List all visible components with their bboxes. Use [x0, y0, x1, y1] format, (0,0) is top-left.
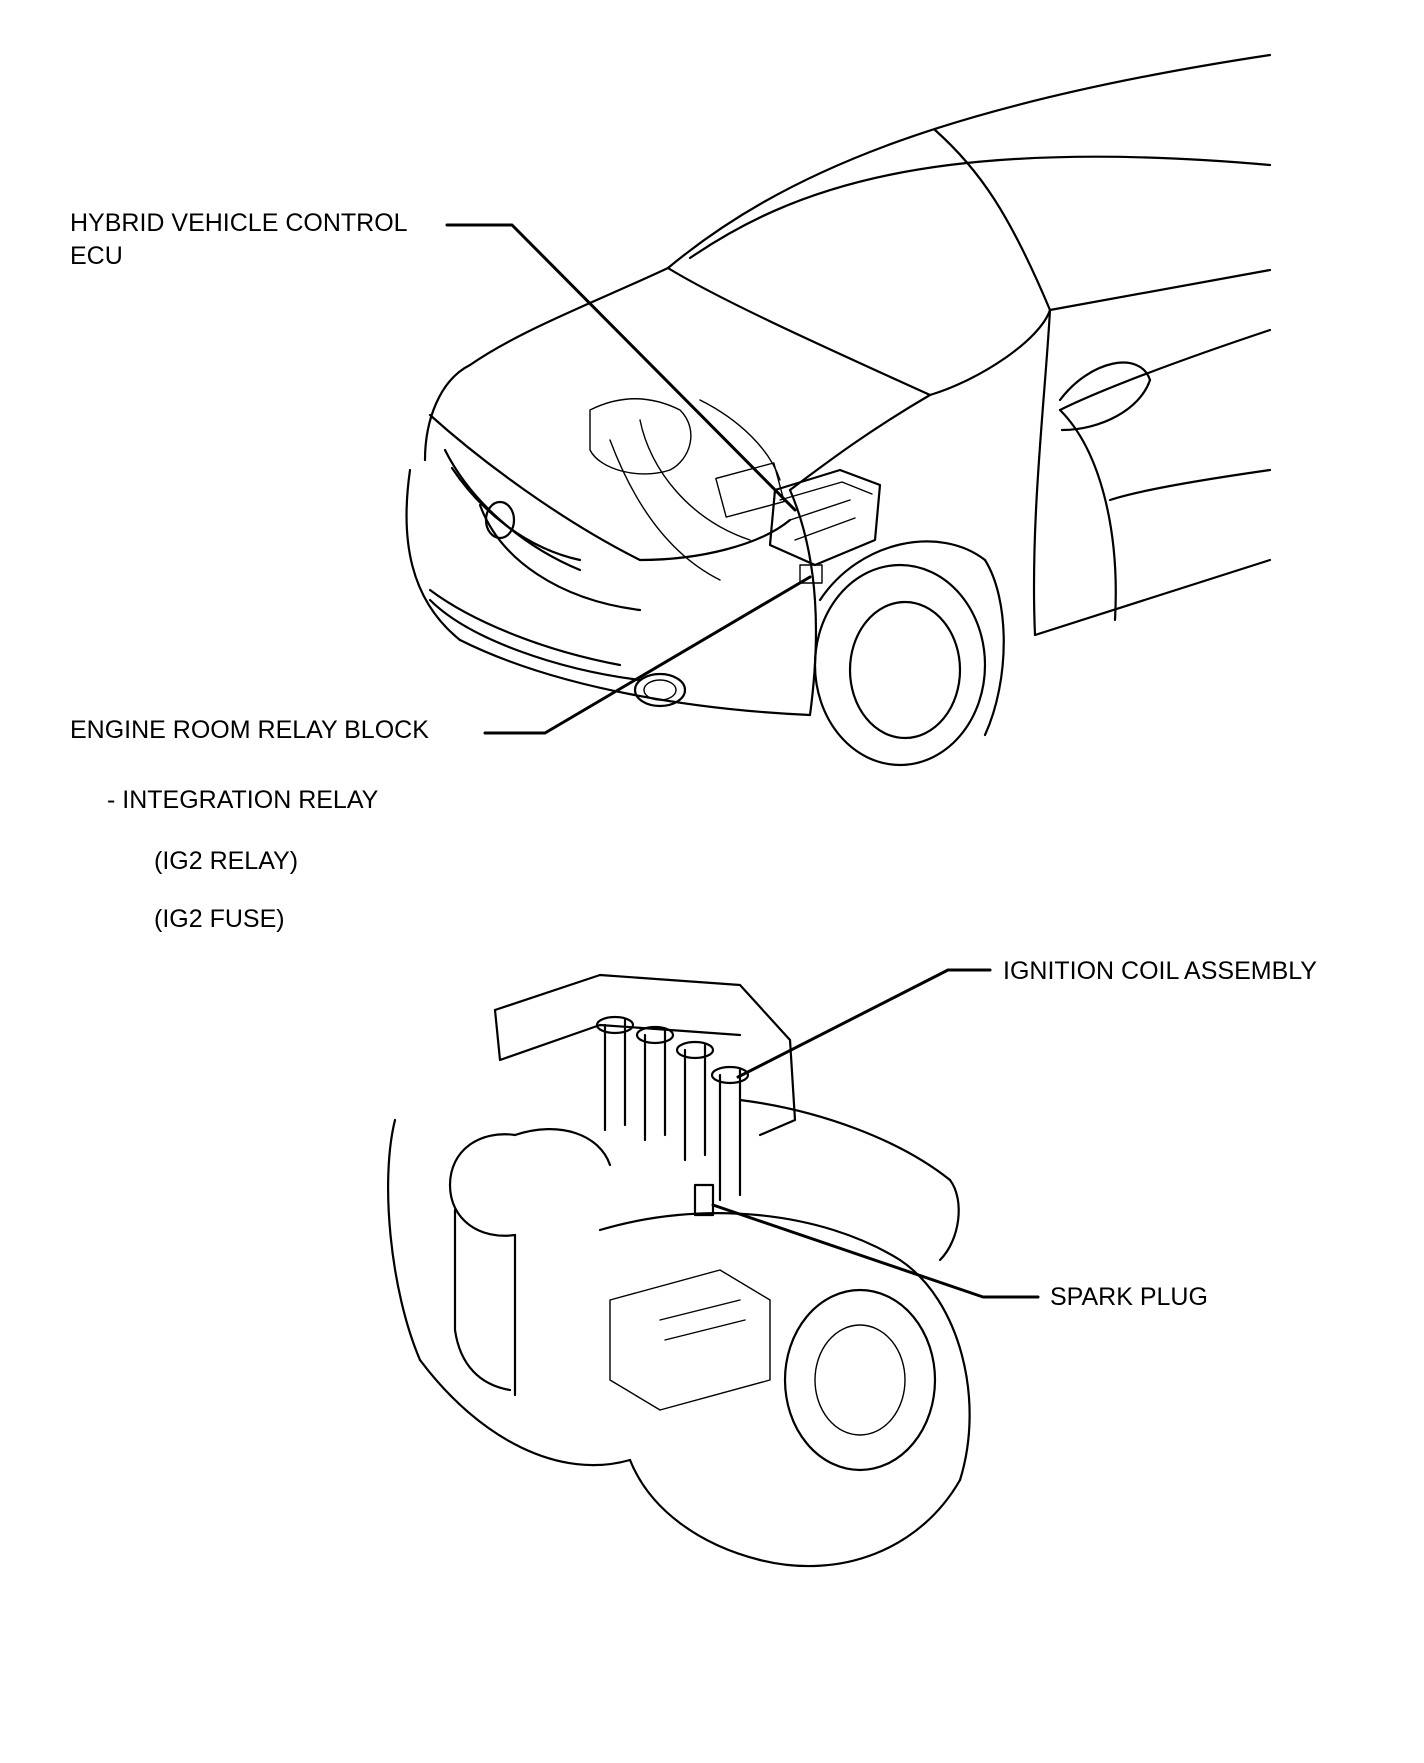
ignition-coil-label: IGNITION COIL ASSEMBLY: [1003, 957, 1317, 985]
integration-relay-label: - INTEGRATION RELAY: [107, 786, 379, 814]
leader-relay-block: [483, 575, 812, 735]
hv-ecu-label-line1: HYBRID VEHICLE CONTROL: [70, 209, 408, 237]
engine-illustration: [387, 973, 971, 1568]
leader-spark-plug: [711, 1203, 1040, 1299]
leader-lines: [445, 223, 1040, 1299]
spark-plug-label: SPARK PLUG: [1050, 1283, 1208, 1311]
coil-packs: [595, 1015, 750, 1202]
relay-block-label: ENGINE ROOM RELAY BLOCK: [70, 716, 429, 744]
ig2-relay-label: (IG2 RELAY): [154, 847, 299, 875]
leader-ignition-coil: [736, 968, 992, 1079]
vehicle-illustration: [405, 53, 1272, 767]
leader-hv-ecu: [445, 223, 797, 512]
ig2-fuse-label: (IG2 FUSE): [154, 905, 285, 933]
hv-ecu-label-line2: ECU: [70, 242, 123, 270]
hv-ecu-label: HYBRID VEHICLE CONTROL ECU: [70, 207, 408, 273]
